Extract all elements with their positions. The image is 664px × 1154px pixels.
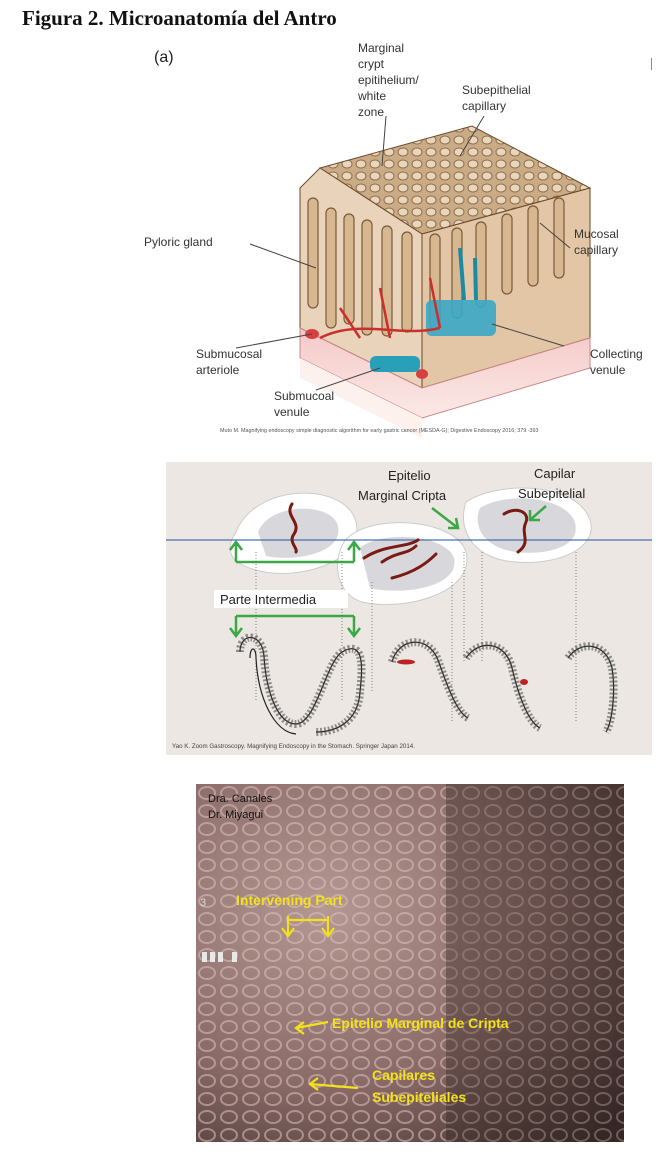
label-collecting-venule: Collecting venule — [590, 347, 646, 377]
mucosal-capillary — [458, 247, 478, 301]
panel-a-letter: (a) — [154, 49, 174, 66]
side-number: 3 — [200, 897, 206, 909]
panel-b-citation: Yao K. Zoom Gastroscopy. Magnifying Endo… — [172, 743, 415, 750]
arteriole-branches — [319, 277, 442, 340]
panel-a-microanatomy-diagram: (a) — [130, 38, 650, 438]
label-subepithelial-capillary: Subepithelial capillary — [462, 83, 534, 113]
label-mucosal-capillary: Mucosal capillary — [574, 227, 622, 257]
label-capilar-subepitelial: Capilar Subepitelial — [518, 466, 585, 501]
submucosal-venule — [370, 356, 420, 372]
gland-folds — [239, 636, 615, 735]
side-markers — [202, 952, 237, 962]
label-capilares-subepiteliales: Capilares Subepiteliales — [372, 1067, 466, 1105]
label-intervening-part: Intervening Part — [236, 892, 343, 908]
crypt-openings — [229, 487, 592, 606]
label-marginal-crypt: Marginal crypt epitihelium/ white zone — [357, 41, 422, 119]
label-pyloric-gland: Pyloric gland — [144, 235, 213, 249]
panel-c-endoscopy-image: Dra. Canales Dr. Miyagui 3 Intervening P… — [196, 784, 624, 1142]
label-epitelio-marginal-de-cripta: Epitelio Marginal de Cripta — [332, 1015, 509, 1031]
subepithelial-capillaries — [288, 502, 529, 580]
label-epitelio-marginal-cripta: Epitelio Marginal Cripta — [358, 468, 447, 503]
margin-mark — [651, 58, 652, 70]
collecting-venule — [426, 300, 496, 336]
figure-title: Figura 2. Microanatomía del Antro — [22, 6, 337, 30]
label-submucoal-venule: Submucoal venule — [274, 389, 337, 419]
tissue-block — [299, 125, 592, 438]
label-parte-intermedia: Parte Intermedia — [220, 592, 317, 607]
gland-folds-outer — [236, 633, 618, 736]
yellow-annotations — [281, 916, 359, 1091]
panel-b-cross-section-diagram: Epitelio Marginal Cripta Capilar Subepit… — [166, 462, 652, 755]
panel-a-citation: Muto M. Magnifying endoscopy simple diag… — [220, 428, 539, 434]
watermark: Dra. Canales Dr. Miyagui — [208, 793, 275, 821]
label-submucosal-arteriole: Submucosal arteriole — [196, 347, 265, 377]
